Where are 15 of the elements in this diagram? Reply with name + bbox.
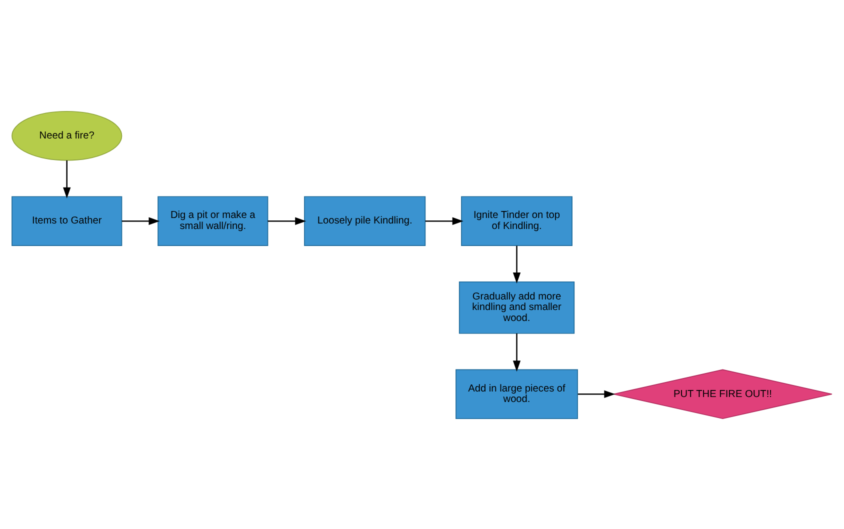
arrow — [578, 390, 616, 398]
arrow — [63, 160, 71, 198]
node-diamond: PUT THE FIRE OUT!! — [613, 368, 832, 419]
arrow — [122, 216, 160, 224]
arrow — [425, 216, 464, 224]
node-box: Items to Gather — [12, 196, 122, 246]
node-box: Ignite Tinder on top of Kindling. — [461, 196, 572, 246]
node-box: Gradually add more kindling and smaller wood. — [458, 280, 575, 334]
arrow — [268, 216, 306, 224]
node-box: Add in large pieces of wood. — [456, 368, 578, 419]
node-ellipse: Need a fire? — [12, 110, 122, 160]
node-box: Dig a pit or make a small wall/ring. — [158, 196, 268, 246]
node-box: Loosely pile Kindling. — [304, 196, 426, 246]
arrow — [512, 332, 521, 372]
arrow — [512, 245, 521, 284]
